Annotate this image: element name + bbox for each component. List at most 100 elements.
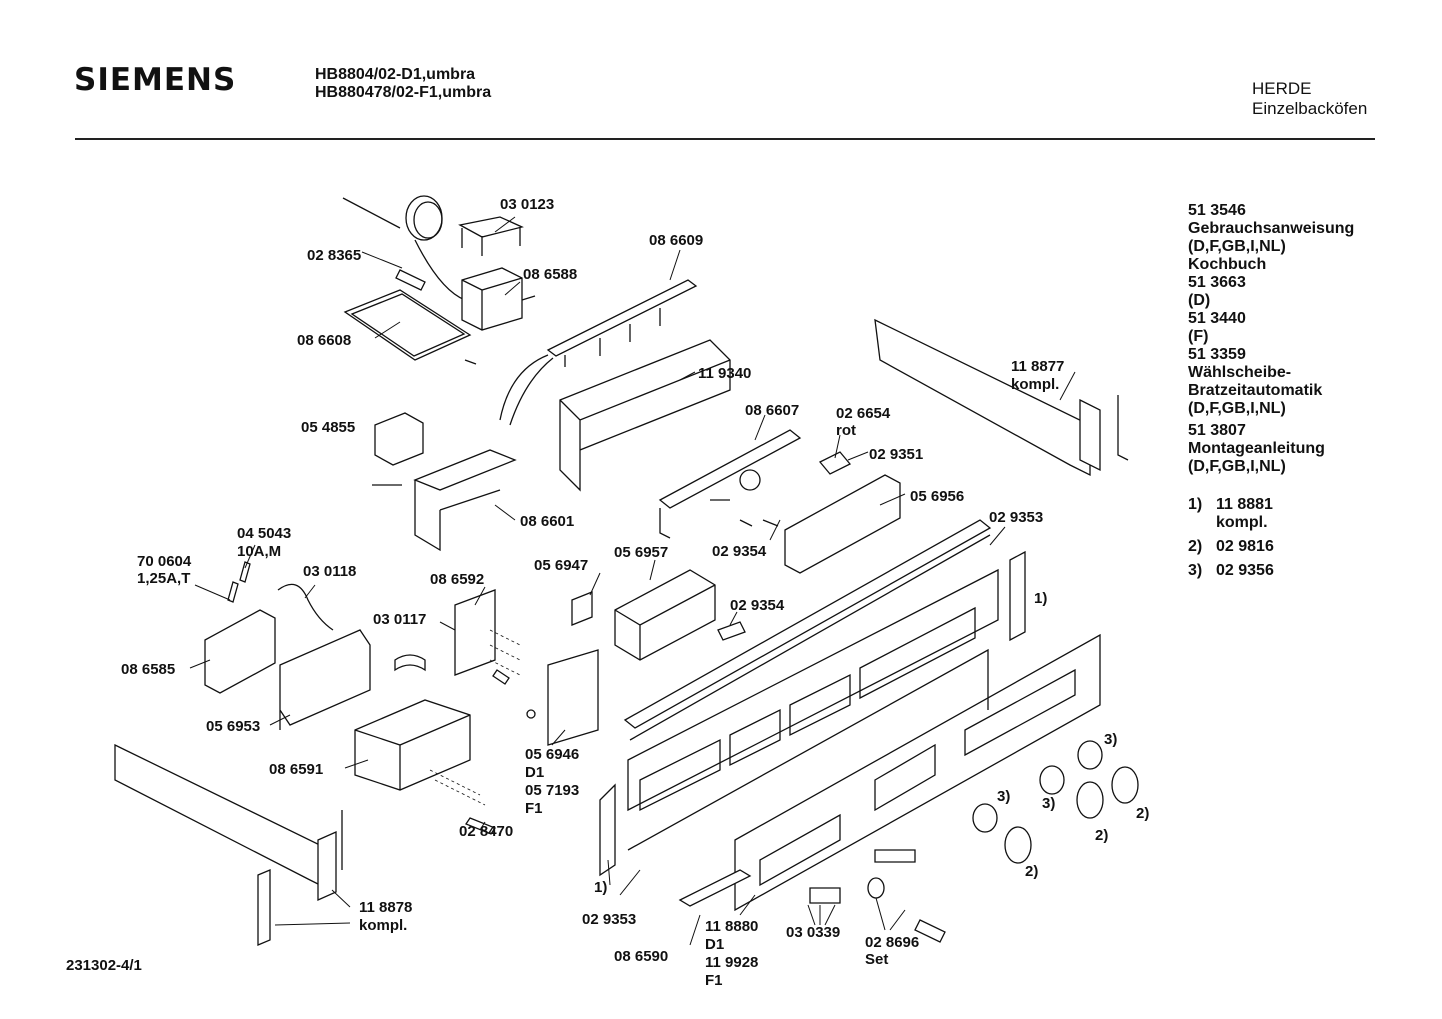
part-label: 08 6601 bbox=[520, 513, 574, 530]
marker-label: 3) bbox=[997, 788, 1010, 805]
note-line: (D,F,GB,I,NL) bbox=[1188, 238, 1286, 255]
part-label: 05 6946 bbox=[525, 746, 579, 763]
note-line: (D) bbox=[1188, 292, 1211, 309]
knob-part bbox=[1004, 826, 1032, 864]
part-label: 08 6591 bbox=[269, 761, 323, 778]
part-label: 05 6957 bbox=[614, 544, 668, 561]
part-label: 05 6947 bbox=[534, 557, 588, 574]
part-label: 03 0339 bbox=[786, 924, 840, 941]
part-label: D1 bbox=[705, 936, 724, 953]
note-line: Wählscheibe- bbox=[1188, 364, 1292, 381]
part-label: F1 bbox=[705, 972, 723, 989]
fuse-part bbox=[227, 581, 239, 603]
part-label: Set bbox=[865, 951, 888, 968]
connector-part bbox=[394, 654, 426, 672]
fuse-part bbox=[239, 561, 251, 583]
sensor-part bbox=[395, 269, 426, 291]
leader-lines bbox=[189, 216, 1076, 946]
cover-part bbox=[559, 339, 731, 492]
part-label: 02 9354 bbox=[712, 543, 767, 560]
rail-part bbox=[658, 429, 802, 539]
control-board-part bbox=[204, 609, 276, 694]
part-label: 02 8365 bbox=[307, 247, 361, 264]
note-line: 51 3359 bbox=[1188, 346, 1246, 363]
part-label: 02 6654 bbox=[836, 405, 891, 422]
right-rail-part bbox=[874, 318, 1091, 477]
part-label: 08 6590 bbox=[614, 948, 668, 965]
note-line: 51 3546 bbox=[1188, 202, 1246, 219]
switch-part bbox=[374, 412, 424, 466]
model-line-1: HB8804/02-D1,umbra bbox=[315, 66, 476, 83]
footnote-value: 02 9816 bbox=[1216, 538, 1274, 555]
end-cap-part bbox=[1009, 550, 1026, 642]
marker-label: 2) bbox=[1025, 863, 1038, 880]
footnote-line: kompl. bbox=[1216, 514, 1268, 531]
part-label: 04 5043 bbox=[237, 525, 291, 542]
push-button-part bbox=[874, 849, 916, 863]
part-label: 03 0123 bbox=[500, 196, 554, 213]
model-line-2: HB880478/02-F1,umbra bbox=[315, 84, 492, 101]
part-label: 02 8470 bbox=[459, 823, 513, 840]
bracket-plate-part bbox=[784, 474, 901, 574]
front-panel-part bbox=[734, 633, 1101, 912]
part-labels: 03 0123 08 6609 02 8365 08 6588 08 6608 … bbox=[121, 196, 1149, 989]
marker-label: 1) bbox=[594, 879, 607, 896]
part-label: 05 6953 bbox=[206, 718, 260, 735]
part-label: 02 9351 bbox=[869, 446, 923, 463]
part-label: 1,25A,T bbox=[137, 570, 190, 587]
trim-strip-part bbox=[623, 519, 992, 741]
part-label: 08 6585 bbox=[121, 661, 175, 678]
model-numbers: HB8804/02-D1,umbra HB880478/02-F1,umbra bbox=[315, 66, 491, 102]
knob-part bbox=[1111, 766, 1139, 804]
footnote-list: 1) 11 8881 kompl. 2) 02 9816 3) 02 9356 bbox=[1188, 496, 1354, 580]
clip-part bbox=[458, 216, 524, 256]
pin-part bbox=[717, 621, 746, 641]
plug-part bbox=[465, 817, 496, 835]
end-cap-part bbox=[599, 783, 616, 877]
marker-label: 3) bbox=[1042, 795, 1055, 812]
document-number: 231302-4/1 bbox=[66, 957, 142, 974]
part-label: kompl. bbox=[359, 917, 407, 934]
note-line: 51 3663 bbox=[1188, 274, 1246, 291]
probe-wire bbox=[342, 197, 401, 229]
part-label: 08 6609 bbox=[649, 232, 703, 249]
footnote-key: 1) bbox=[1188, 496, 1203, 513]
capillary-line bbox=[414, 239, 466, 301]
brand-logo: SIEMENS bbox=[74, 62, 237, 98]
footnote-line: 11 8881 bbox=[1216, 496, 1273, 513]
knob-part bbox=[1076, 781, 1104, 819]
thermostat-part bbox=[461, 267, 523, 331]
note-line: 51 3807 bbox=[1188, 422, 1246, 439]
note-line: Montageanleitung bbox=[1188, 440, 1325, 457]
part-label: 11 8880 bbox=[705, 918, 758, 935]
note-line: Gebrauchsanweisung bbox=[1188, 220, 1355, 237]
category-heading: HERDE Einzelbacköfen bbox=[1252, 79, 1367, 119]
plate-part bbox=[547, 649, 599, 746]
lamp-housing-part bbox=[343, 289, 472, 361]
footnote-key: 2) bbox=[1188, 538, 1203, 555]
part-label: 05 7193 bbox=[525, 782, 579, 799]
part-label: 02 9353 bbox=[582, 911, 636, 928]
bracket-bar-part bbox=[546, 279, 698, 357]
part-label: 08 6588 bbox=[523, 266, 577, 283]
note-line: (F) bbox=[1188, 328, 1209, 345]
marker-label: 2) bbox=[1136, 805, 1149, 822]
marker-label: 2) bbox=[1095, 827, 1108, 844]
part-label: rot bbox=[836, 422, 856, 439]
note-line: (D,F,GB,I,NL) bbox=[1188, 400, 1286, 417]
part-label: 05 4855 bbox=[301, 419, 355, 436]
header-divider bbox=[75, 138, 1375, 140]
part-label: 02 9353 bbox=[989, 509, 1043, 526]
footnote-item: 3) 02 9356 bbox=[1188, 562, 1354, 580]
accessory-notes: 51 3546 Gebrauchsanweisung (D,F,GB,I,NL)… bbox=[1188, 202, 1354, 580]
timer-part bbox=[614, 569, 716, 661]
knob-ring-part bbox=[972, 803, 998, 833]
bottom-strip-part bbox=[678, 869, 752, 907]
board-part bbox=[454, 589, 496, 676]
module-part bbox=[354, 699, 471, 791]
part-label: 08 6608 bbox=[297, 332, 351, 349]
relay-part bbox=[571, 591, 593, 626]
spindle-part bbox=[914, 919, 946, 943]
lamp-part bbox=[818, 451, 852, 475]
